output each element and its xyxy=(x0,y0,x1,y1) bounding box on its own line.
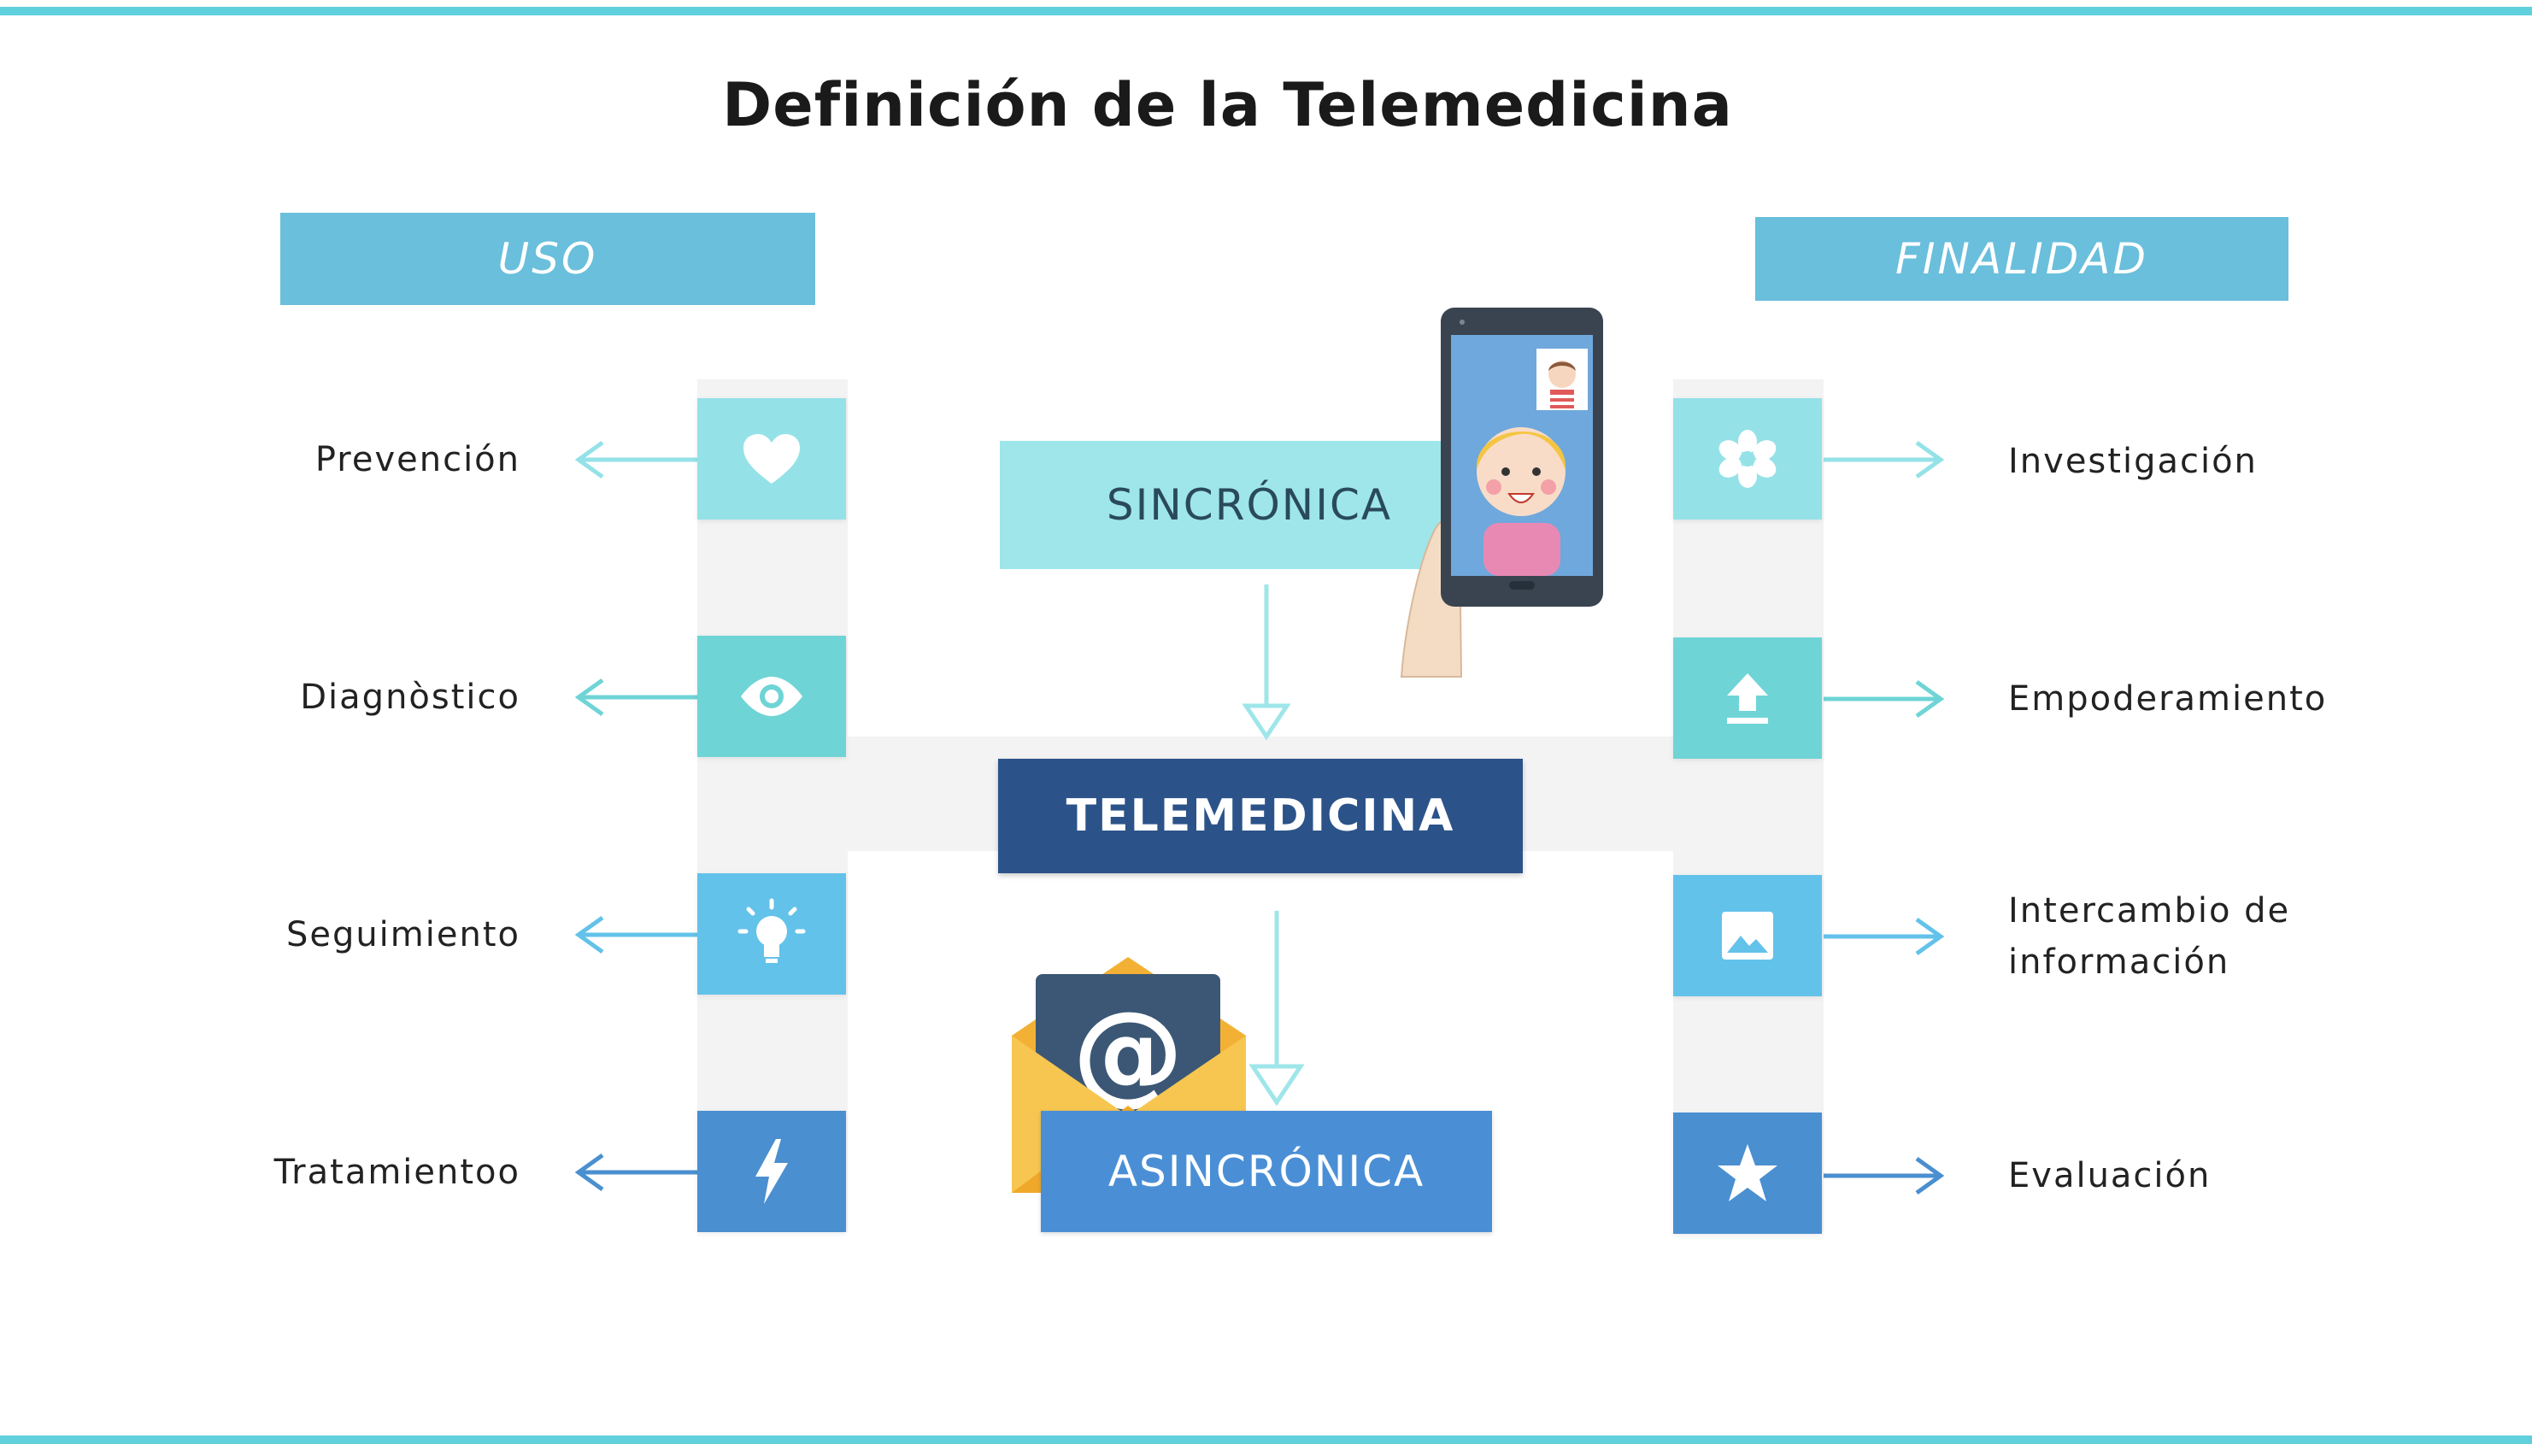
tile-tratamiento xyxy=(697,1111,846,1232)
tile-diagnostico xyxy=(697,636,846,757)
eye-icon xyxy=(741,677,802,716)
arrow-right-investigacion xyxy=(1915,440,1945,479)
telemedicina-box: TELEMEDICINA xyxy=(998,759,1523,873)
telemedicina-label: TELEMEDICINA xyxy=(1066,790,1455,842)
label-seguimiento: Seguimiento xyxy=(285,915,520,954)
label-intercambio-line1: Intercambio de xyxy=(2008,891,2291,931)
lightbulb-icon xyxy=(737,898,806,963)
tile-empoderamiento xyxy=(1673,637,1822,759)
arrow-left-tratamiento xyxy=(574,1153,604,1192)
label-investigacion: Investigación xyxy=(2008,442,2258,481)
label-tratamiento: Tratamientoo xyxy=(273,1153,520,1192)
finalidad-header: FINALIDAD xyxy=(1755,217,2288,301)
label-intercambio-line2: información xyxy=(2008,942,2230,982)
arrow-left-prevencion xyxy=(574,440,604,479)
uso-header: USO xyxy=(280,213,815,305)
arrow-right-intercambio xyxy=(1915,917,1945,956)
label-diagnostico: Diagnòstico xyxy=(300,678,520,717)
tile-evaluacion xyxy=(1673,1113,1822,1234)
lightning-icon xyxy=(755,1139,788,1204)
arrow-left-diagnostico xyxy=(574,678,604,717)
asincronica-label: ASINCRÓNICA xyxy=(1107,1147,1425,1196)
asincronica-box: ASINCRÓNICA xyxy=(1041,1111,1492,1232)
arrow-right-empoderamiento xyxy=(1915,679,1945,719)
tile-investigacion xyxy=(1673,398,1822,520)
upload-icon xyxy=(1727,673,1768,724)
image-icon xyxy=(1722,912,1773,960)
uso-header-label: USO xyxy=(497,234,598,284)
arrow-down-sincronica xyxy=(1242,703,1291,741)
arrow-down-asincronica xyxy=(1248,1064,1305,1107)
tile-seguimiento xyxy=(697,873,846,995)
tile-prevencion xyxy=(697,398,846,520)
page-title: Definición de la Telemedicina xyxy=(722,70,1733,140)
tile-intercambio xyxy=(1673,875,1822,996)
finalidad-header-label: FINALIDAD xyxy=(1895,234,2148,284)
label-evaluacion: Evaluación xyxy=(2008,1156,2212,1195)
flower-icon xyxy=(1718,430,1777,488)
label-prevencion: Prevención xyxy=(314,440,520,479)
star-icon xyxy=(1718,1144,1777,1201)
label-empoderamiento: Empoderamiento xyxy=(2008,679,2328,719)
heart-icon xyxy=(743,434,800,484)
top-rule xyxy=(0,7,2532,15)
sincronica-label: SINCRÓNICA xyxy=(1106,480,1393,530)
phone-videocall-illustration xyxy=(1400,308,1603,678)
sincronica-box: SINCRÓNICA xyxy=(1000,441,1499,569)
arrow-left-seguimiento xyxy=(574,915,604,954)
bottom-rule xyxy=(0,1435,2532,1444)
arrow-right-evaluacion xyxy=(1915,1156,1945,1195)
